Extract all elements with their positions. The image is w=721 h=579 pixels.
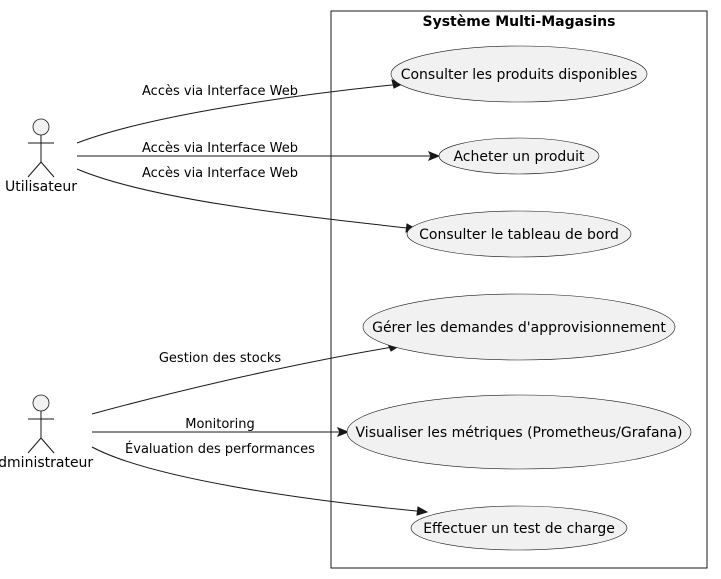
edge-admin-uc6: Évaluation des performances <box>91 441 429 516</box>
stick-figure-icon <box>27 118 55 178</box>
actor-administrateur[interactable]: Administrateur <box>0 394 93 471</box>
use-case-label: Visualiser les métriques (Prometheus/Gra… <box>356 425 683 441</box>
use-case-acheter-produit[interactable]: Acheter un produit <box>438 137 600 175</box>
edge-user-uc2: Accès via Interface Web <box>77 141 441 161</box>
edge-label: Évaluation des performances <box>125 441 315 457</box>
use-case-label: Consulter le tableau de bord <box>419 227 619 243</box>
stick-figure-icon <box>27 394 55 454</box>
edge-label: Gestion des stocks <box>159 351 282 366</box>
use-case-approvisionnement[interactable]: Gérer les demandes d'approvisionnement <box>362 293 676 361</box>
use-case-label: Gérer les demandes d'approvisionnement <box>372 320 666 336</box>
actor-label: Administrateur <box>0 455 93 471</box>
edge-admin-uc4: Gestion des stocks <box>91 343 401 415</box>
edge-label: Accès via Interface Web <box>142 141 298 156</box>
system-title: Système Multi-Magasins <box>423 14 616 30</box>
system-boundary <box>330 10 708 569</box>
edge-admin-uc5: Monitoring <box>92 417 350 437</box>
edge-user-uc3: Accès via Interface Web <box>76 166 418 233</box>
use-case-label: Acheter un produit <box>453 149 585 165</box>
actor-utilisateur[interactable]: Utilisateur <box>5 118 77 195</box>
edge-label: Monitoring <box>185 417 255 432</box>
use-case-test-de-charge[interactable]: Effectuer un test de charge <box>410 505 628 551</box>
use-case-label: Consulter les produits disponibles <box>401 67 638 83</box>
use-case-metriques[interactable]: Visualiser les métriques (Prometheus/Gra… <box>346 394 692 470</box>
use-case-tableau-de-bord[interactable]: Consulter le tableau de bord <box>406 210 632 258</box>
edge-label: Accès via Interface Web <box>142 166 298 181</box>
edge-label: Accès via Interface Web <box>142 84 298 99</box>
edge-user-uc1: Accès via Interface Web <box>76 79 404 144</box>
actor-label: Utilisateur <box>5 179 77 195</box>
use-case-consulter-produits[interactable]: Consulter les produits disponibles <box>390 45 648 103</box>
use-case-label: Effectuer un test de charge <box>423 521 615 537</box>
